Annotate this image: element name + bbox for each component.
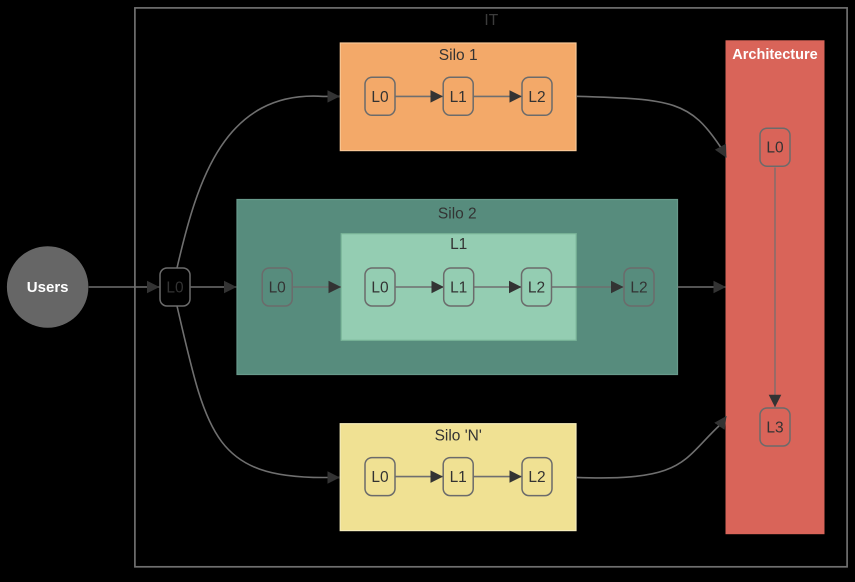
svg-text:L1: L1 (450, 89, 467, 106)
svg-text:Silo 1: Silo 1 (439, 47, 478, 64)
svg-text:L2: L2 (528, 280, 545, 297)
svg-text:Silo 'N': Silo 'N' (435, 428, 482, 445)
svg-text:L0: L0 (766, 140, 784, 157)
svg-text:L3: L3 (766, 419, 783, 436)
svg-text:Architecture: Architecture (732, 47, 817, 63)
svg-text:L2: L2 (528, 89, 545, 106)
svg-text:Silo 2: Silo 2 (438, 206, 477, 223)
svg-text:IT: IT (484, 12, 498, 29)
svg-text:L2: L2 (630, 280, 647, 297)
svg-text:L1: L1 (450, 280, 467, 297)
svg-text:L0: L0 (371, 280, 389, 297)
svg-text:L0: L0 (269, 280, 287, 297)
svg-text:L1: L1 (450, 469, 467, 486)
svg-text:Users: Users (27, 279, 69, 296)
svg-text:L0: L0 (166, 280, 184, 297)
svg-text:L0: L0 (371, 469, 389, 486)
svg-text:L2: L2 (528, 469, 545, 486)
svg-text:L1: L1 (450, 236, 467, 253)
svg-text:L0: L0 (371, 89, 389, 106)
